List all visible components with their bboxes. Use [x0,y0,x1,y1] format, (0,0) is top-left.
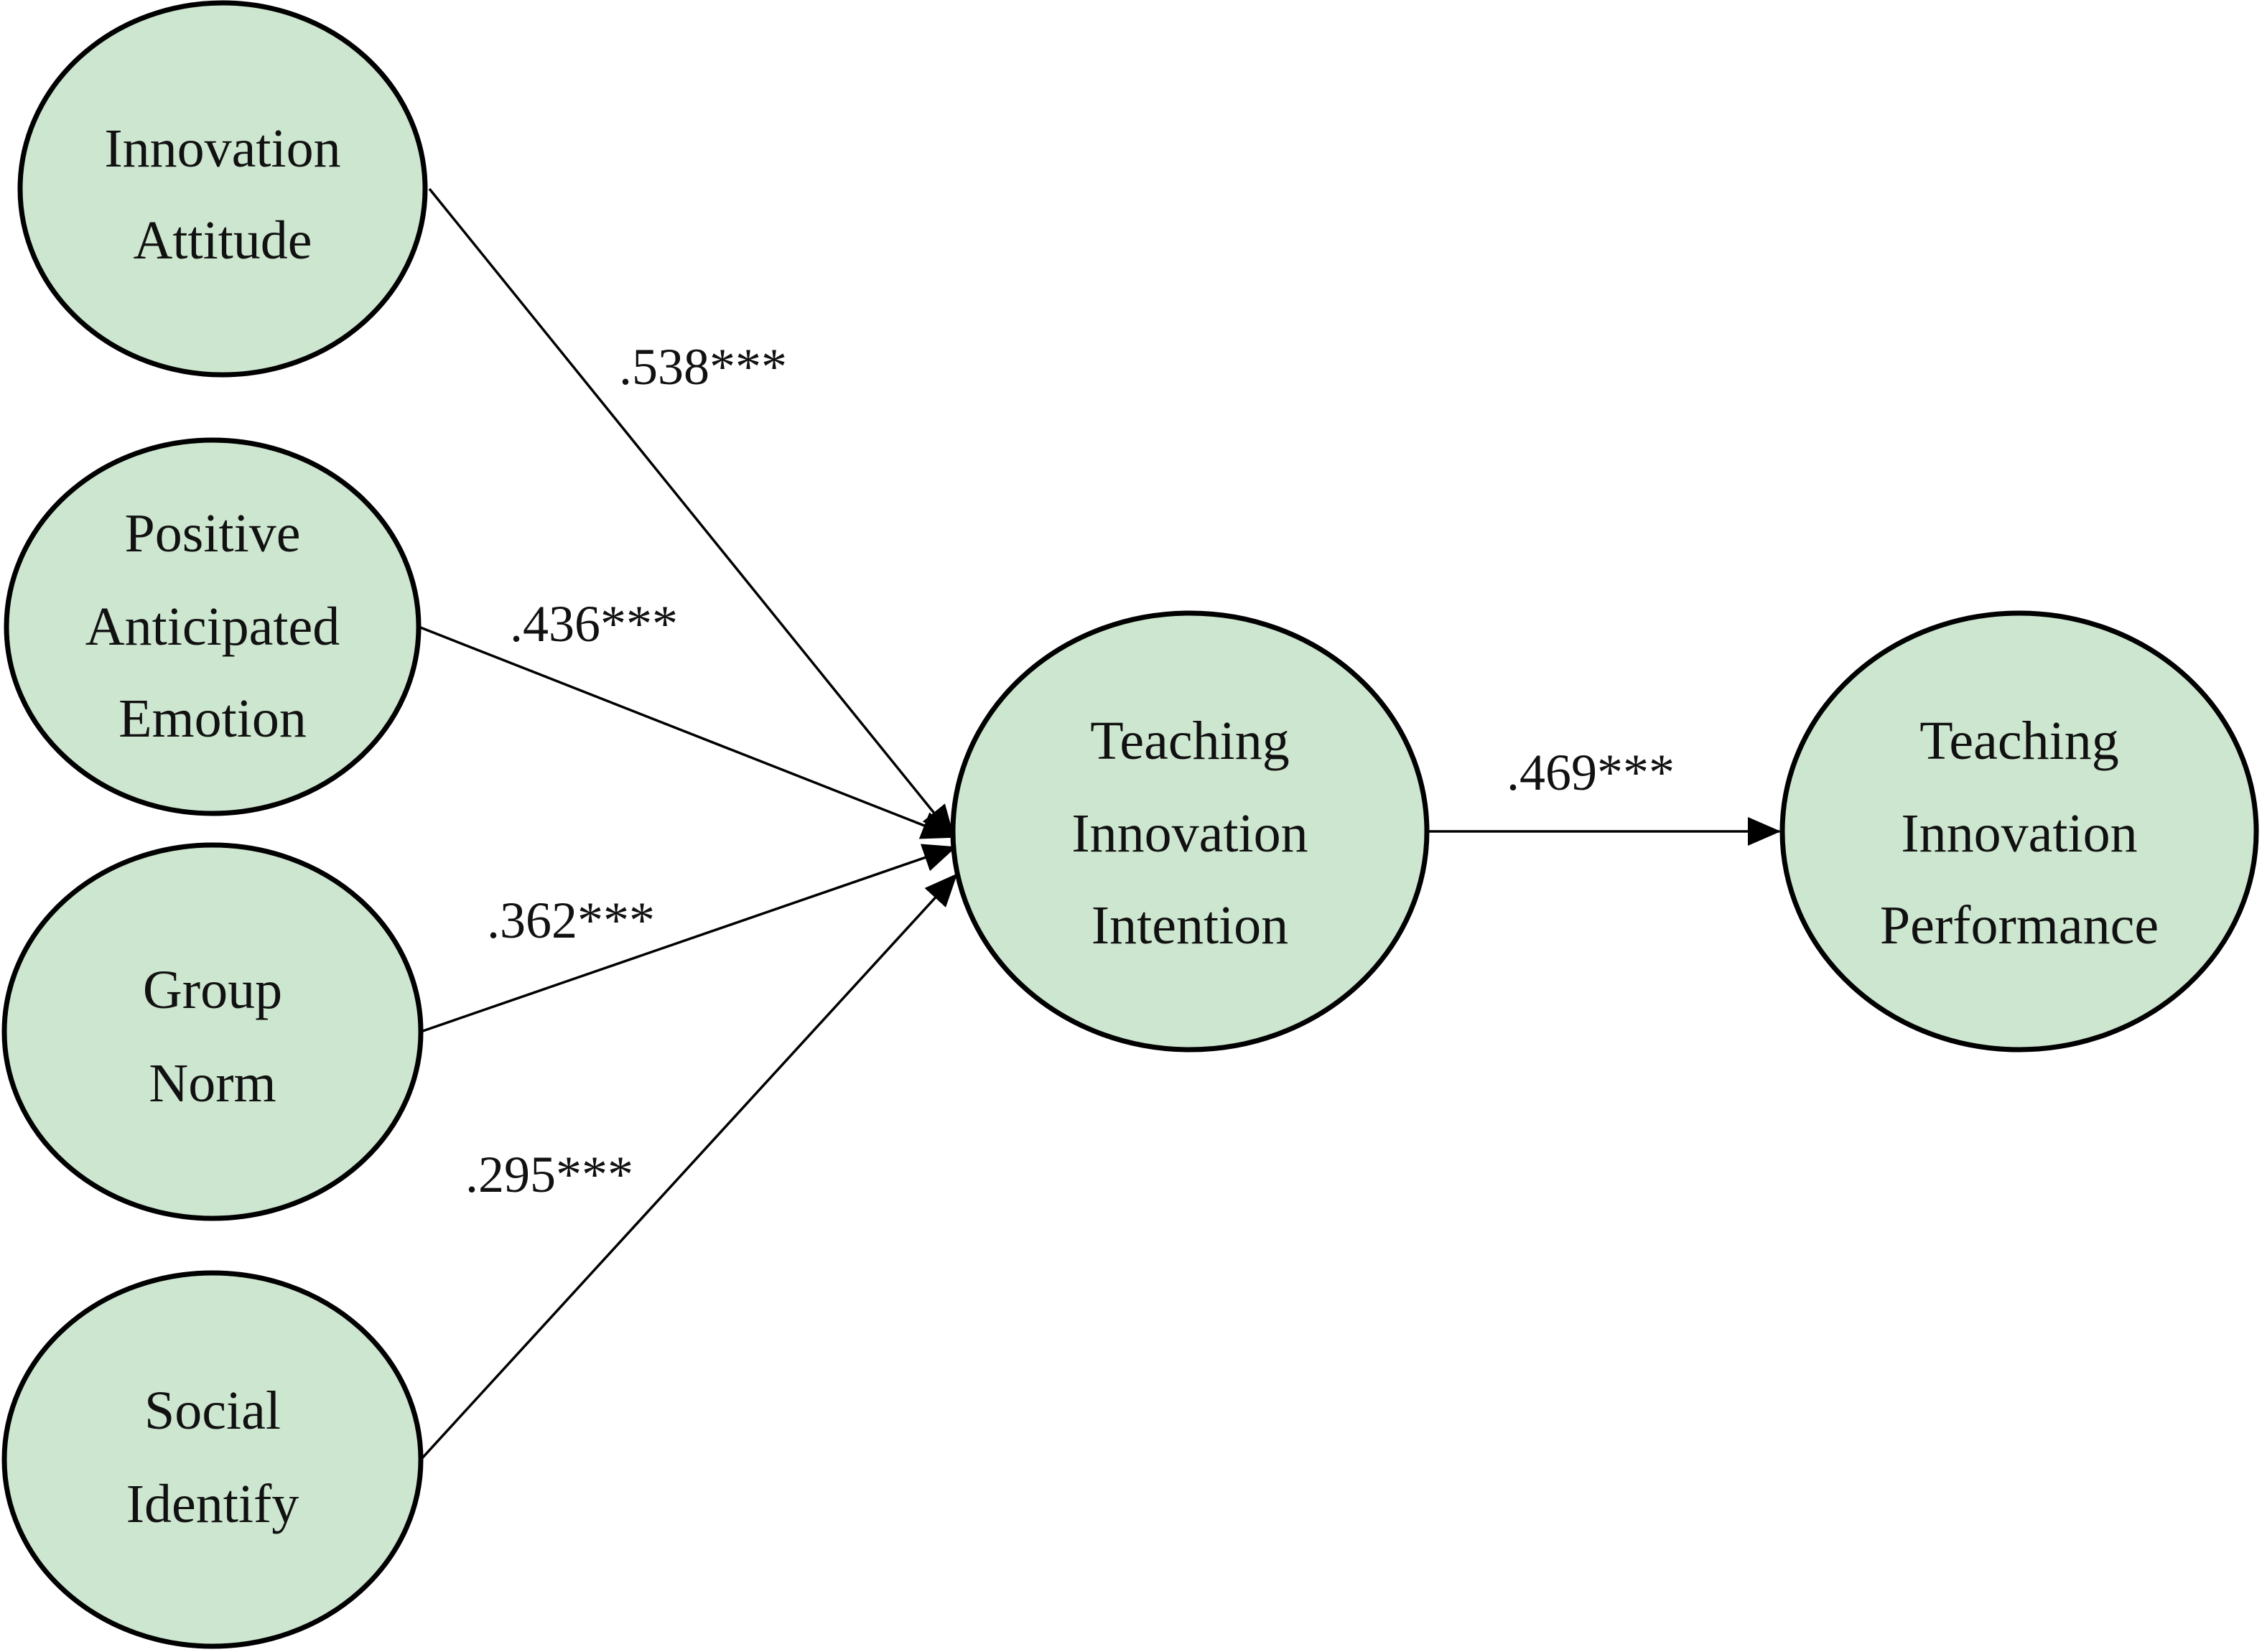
node-positive-anticipated-emotion-ellipse [4,437,422,816]
edge-emotion-to-intention [418,625,955,839]
node-positive-anticipated-emotion: Positive Anticipated Emotion [4,437,422,816]
node-teaching-innovation-intention: Teaching Innovation Intention [950,610,1430,1053]
node-group-norm-line-2: Norm [149,1053,276,1114]
node-teaching-innovation-performance-line-1: Teaching [1919,711,2118,771]
edge-labels-layer: .538*** .436*** .362*** .295*** .469*** [465,338,1675,1203]
node-teaching-innovation-intention-line-1: Teaching [1090,711,1289,771]
edges-layer [418,187,1781,1461]
node-group-norm-ellipse [1,842,424,1221]
node-teaching-innovation-performance-line-2: Innovation [1901,803,2137,864]
edge-attitude-to-intention [428,187,955,839]
node-teaching-innovation-performance-ellipse [1779,610,2259,1053]
node-group-norm-line-1: Group [143,960,282,1020]
node-teaching-innovation-intention-ellipse [950,610,1430,1053]
node-innovation-attitude-line-1: Innovation [104,118,340,179]
node-positive-anticipated-emotion-line-3: Emotion [118,689,307,749]
node-teaching-innovation-intention-line-3: Intention [1092,895,1288,956]
node-teaching-innovation-intention-line-2: Innovation [1071,803,1308,864]
node-social-identify-line-2: Identify [126,1474,299,1534]
node-social-identify-line-1: Social [144,1381,281,1441]
node-innovation-attitude-ellipse [17,0,428,378]
node-innovation-attitude: Innovation Attitude [17,0,428,378]
node-teaching-innovation-performance-line-3: Performance [1880,895,2159,956]
edge-identify-to-intention [419,873,958,1461]
node-social-identify: Social Identify [1,1270,424,1649]
edge-label-identify: .295*** [465,1146,633,1203]
edge-label-norm: .362*** [487,892,655,949]
node-group-norm: Group Norm [1,842,424,1221]
node-teaching-innovation-performance: Teaching Innovation Performance [1779,610,2259,1053]
edge-norm-to-intention [420,844,957,1033]
edge-label-emotion: .436*** [510,595,678,653]
node-social-identify-ellipse [1,1270,424,1649]
node-innovation-attitude-line-2: Attitude [133,210,312,271]
node-positive-anticipated-emotion-line-1: Positive [125,503,301,564]
node-positive-anticipated-emotion-line-2: Anticipated [85,597,340,657]
edge-label-intention-performance: .469*** [1507,744,1675,801]
edge-label-attitude: .538*** [619,338,787,396]
